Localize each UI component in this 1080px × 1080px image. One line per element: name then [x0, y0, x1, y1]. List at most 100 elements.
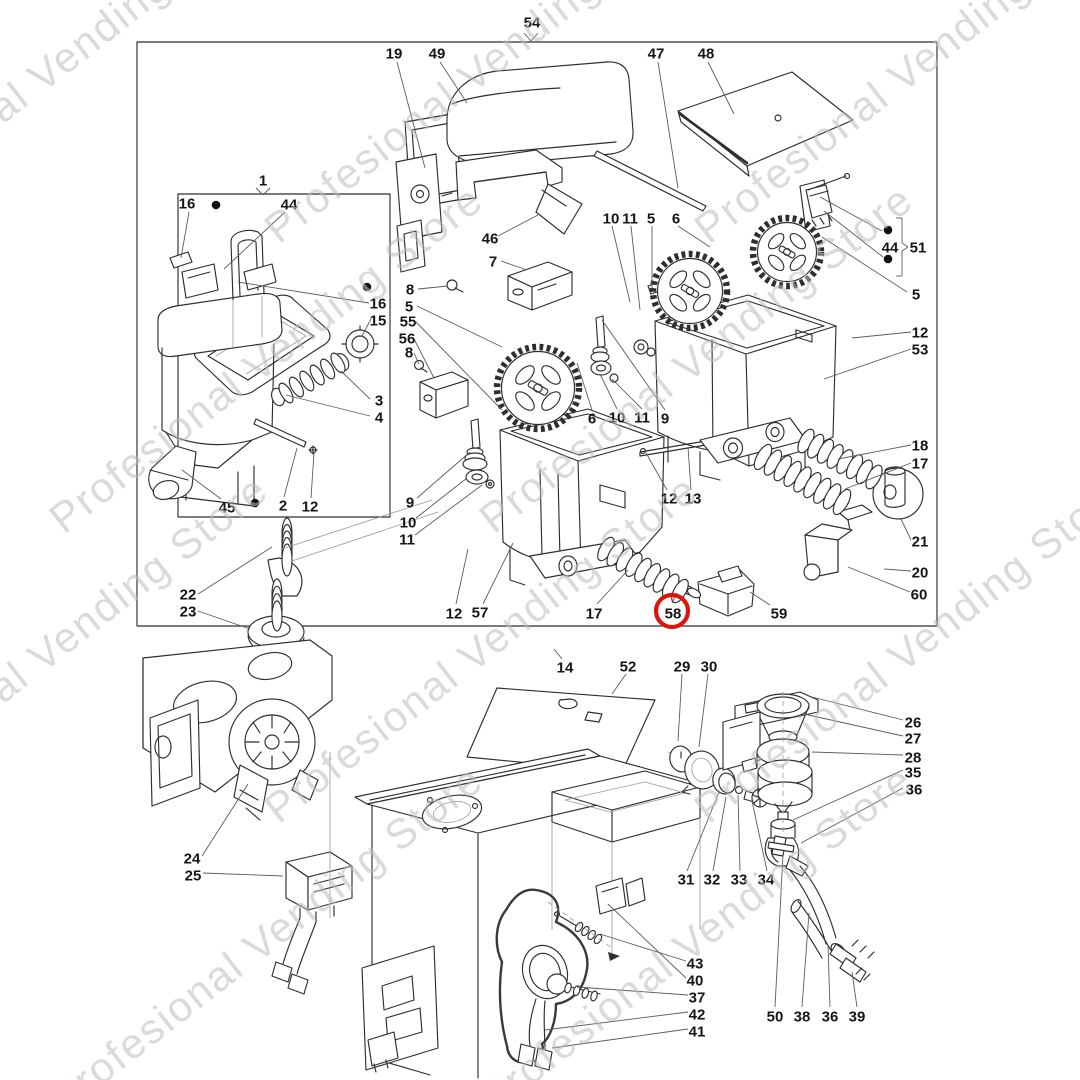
leader-line: [415, 321, 503, 411]
part-label-35: 35: [905, 764, 922, 781]
part-label-34: 34: [758, 871, 775, 888]
auger-coil: [281, 517, 293, 577]
leader-line: [237, 281, 370, 304]
highlight-circle-58: [653, 592, 691, 630]
auger-coil: [271, 578, 283, 632]
leader-line: [599, 373, 618, 410]
part-label-40: 40: [687, 972, 704, 989]
part-label-52: 52: [620, 658, 637, 675]
part-label-9: 9: [406, 494, 414, 511]
leader-line: [811, 696, 904, 721]
part-label-49: 49: [429, 45, 446, 62]
part-label-44: 44: [281, 196, 298, 213]
leader-line: [819, 196, 883, 232]
part-label-59: 59: [771, 605, 788, 622]
part-label-45: 45: [219, 499, 236, 516]
part-label-42: 42: [689, 1006, 706, 1023]
sprocket-gear: [749, 214, 825, 290]
part-label-16: 16: [370, 295, 387, 312]
part-label-54: 54: [524, 14, 541, 31]
part-label-29: 29: [674, 658, 691, 675]
machine-line-art: [142, 61, 924, 1079]
leader-line: [749, 591, 771, 606]
leader-line: [439, 61, 468, 104]
leader-line: [601, 319, 666, 411]
axis-guide-line: [547, 901, 613, 949]
leader-line: [361, 318, 372, 337]
part-microswitch: [799, 172, 851, 233]
leader-line: [847, 566, 911, 593]
part-tubes-group: [767, 835, 875, 983]
reference-dot: [250, 498, 260, 508]
part-label-12: 12: [661, 490, 678, 507]
leader-line: [823, 210, 884, 258]
part-label-17: 17: [912, 455, 929, 472]
machine-frame: [354, 748, 701, 1079]
leader-line: [576, 362, 593, 411]
leader-line: [677, 673, 683, 742]
part-label-16: 16: [179, 195, 196, 212]
leader-line: [687, 446, 692, 491]
reference-dot: [883, 254, 893, 264]
part-mounting-bracket-7: [413, 261, 573, 373]
leader-line: [774, 854, 784, 1008]
part-label-36: 36: [906, 781, 923, 798]
part-bracket-56-and-bevel-gears: [419, 371, 495, 489]
part-label-7: 7: [489, 253, 497, 270]
leader-line: [698, 673, 709, 748]
part-label-38: 38: [794, 1008, 811, 1025]
leader-line: [607, 903, 687, 979]
part-label-20: 20: [912, 564, 929, 581]
part-label-17: 17: [586, 605, 603, 622]
reference-dot: [362, 282, 372, 292]
leader-line: [599, 933, 687, 962]
part-label-43: 43: [687, 955, 704, 972]
leader-line: [737, 794, 741, 872]
part-label-6: 6: [588, 410, 596, 427]
part-flat-cover: [677, 71, 854, 177]
reference-dot: [883, 225, 893, 235]
leader-line: [811, 751, 904, 756]
leader-line: [500, 260, 528, 271]
leader-line: [800, 787, 904, 844]
leader-line: [396, 61, 426, 169]
part-label-56: 56: [399, 330, 416, 347]
leader-line: [792, 769, 904, 821]
leader-line: [413, 352, 420, 365]
leader-line: [262, 187, 271, 196]
leader-line: [223, 211, 286, 270]
outer-frame-box: [136, 41, 938, 627]
leader-line: [883, 568, 912, 572]
leader-line: [657, 61, 679, 189]
part-label-51: 51: [910, 239, 927, 256]
part-pump-group: [667, 745, 776, 808]
leader-line: [181, 469, 222, 500]
part-label-18: 18: [912, 437, 929, 454]
reference-dots-layer: [211, 200, 893, 508]
part-label-5: 5: [647, 210, 655, 227]
watermark-text: Profesional Vending Store: [0, 0, 277, 252]
part-label-30: 30: [701, 658, 718, 675]
leader-line: [596, 569, 629, 605]
part-label-11: 11: [399, 531, 415, 548]
part-label-6: 6: [672, 210, 680, 227]
leader-line: [900, 518, 912, 541]
part-label-12: 12: [912, 324, 929, 341]
leader-line: [645, 452, 668, 491]
leader-line: [202, 872, 284, 877]
part-label-36: 36: [822, 1008, 839, 1025]
part-label-1: 1: [259, 172, 267, 189]
part-label-5: 5: [405, 298, 413, 315]
leader-line: [630, 225, 641, 311]
leader-line: [482, 542, 514, 605]
leader-line: [823, 348, 912, 380]
leader-line: [414, 484, 483, 536]
part-label-50: 50: [767, 1008, 784, 1025]
leader-line: [180, 211, 190, 259]
leader-line: [751, 800, 768, 872]
auger-coil: [797, 428, 883, 490]
part-label-55: 55: [400, 313, 417, 330]
leader-line: [551, 1028, 689, 1049]
